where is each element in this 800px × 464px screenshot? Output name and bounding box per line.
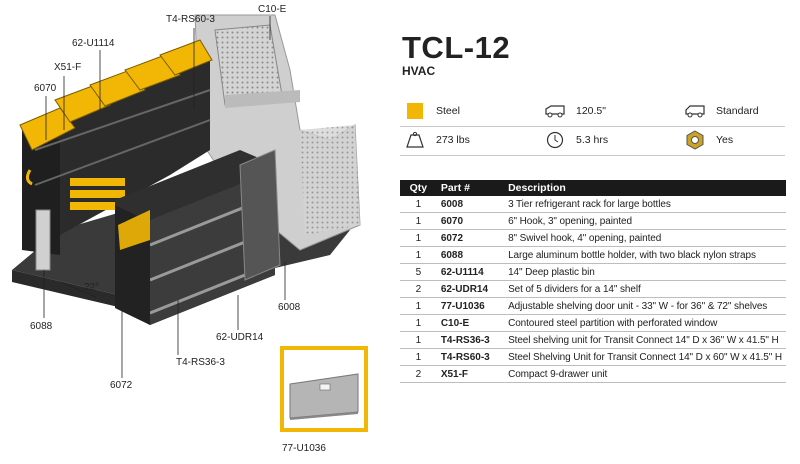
callout-6070: 6070: [34, 83, 57, 94]
yellow-swatch-icon: [404, 101, 426, 121]
spec-roof-value: Standard: [716, 105, 759, 117]
cell-desc: Steel shelving unit for Transit Connect …: [504, 331, 786, 349]
callout-t4-rs60-3: T4-RS60-3: [166, 14, 215, 25]
cell-desc: Large aluminum bottle holder, with two b…: [504, 246, 786, 264]
spec-roof: Standard: [684, 98, 759, 124]
cell-part: C10-E: [436, 314, 505, 332]
cell-desc: Contoured steel partition with perforate…: [504, 314, 786, 332]
header-part: Part #: [436, 180, 505, 196]
van-roof-icon: [684, 101, 706, 121]
cell-part: 6070: [436, 212, 505, 230]
callout-6008: 6008: [278, 302, 301, 313]
cell-desc: Steel Shelving Unit for Transit Connect …: [504, 348, 786, 366]
van-length-icon: [544, 101, 566, 121]
cell-qty: 2: [400, 365, 437, 383]
weight-icon: [404, 130, 426, 150]
cell-part: X51-F: [436, 365, 505, 383]
spec-wheelbase-value: 120.5": [576, 105, 607, 117]
cell-part: 62-UDR14: [436, 280, 505, 298]
van-interior-illustration: T4-RS60-3 C10-E 62-U1114 X51-F 6070 22° …: [0, 0, 400, 459]
callout-x51-f: X51-F: [54, 62, 82, 73]
cell-desc: 3 Tier refrigerant rack for large bottle…: [504, 196, 786, 213]
cell-part: 62-U1114: [436, 263, 505, 281]
spec-install-time: 5.3 hrs: [544, 127, 608, 153]
callout-62-udr14: 62-UDR14: [216, 332, 264, 343]
cell-desc: Compact 9-drawer unit: [504, 365, 786, 383]
inset-label: 77-U1036: [282, 443, 326, 454]
cell-qty: 2: [400, 280, 437, 298]
cell-desc: 14" Deep plastic bin: [504, 263, 786, 281]
callout-angle: 22°: [84, 282, 100, 293]
yellow-bins: [19, 39, 213, 151]
callout-t4-rs36-3: T4-RS36-3: [176, 357, 225, 368]
install-time-icon: [544, 130, 566, 150]
cell-qty: 1: [400, 196, 437, 213]
spec-weight-value: 273 lbs: [436, 134, 470, 146]
product-title: TCL-12: [402, 30, 511, 65]
cell-qty: 5: [400, 263, 437, 281]
spec-install-time-value: 5.3 hrs: [576, 134, 609, 146]
header-description: Description: [504, 180, 786, 196]
spec-divider: [400, 126, 785, 127]
cell-desc: Set of 5 dividers for a 14" shelf: [504, 280, 786, 298]
table-header-row: Qty Part # Description: [400, 180, 786, 196]
cell-qty: 1: [400, 331, 437, 349]
spec-material: Steel: [404, 98, 460, 124]
cell-qty: 1: [400, 246, 437, 264]
callout-6088: 6088: [30, 321, 53, 332]
cell-qty: 1: [400, 212, 437, 230]
spec-divider: [400, 155, 785, 156]
spec-wheelbase: 120.5": [544, 98, 606, 124]
spec-weight: 273 lbs: [404, 127, 470, 153]
callout-leaders: [43, 16, 286, 378]
bottle-holder: [35, 209, 51, 271]
cell-part: T4-RS36-3: [436, 331, 505, 349]
cell-qty: 1: [400, 314, 437, 332]
cell-part: 6008: [436, 196, 505, 213]
bolt-nut-icon: [684, 130, 706, 150]
cell-desc: Adjustable shelving door unit - 33" W - …: [504, 297, 786, 315]
drawer-unit: [70, 178, 125, 210]
cell-qty: 1: [400, 348, 437, 366]
spec-bolt-in-value: Yes: [716, 134, 734, 146]
cell-qty: 1: [400, 297, 437, 315]
header-qty: Qty: [400, 180, 437, 196]
cell-part: 6072: [436, 229, 505, 247]
refrigerant-rack: [239, 149, 281, 281]
spec-bolt-in: Yes: [684, 127, 733, 153]
callout-c10-e: C10-E: [258, 4, 287, 15]
hook-6070: [25, 169, 33, 186]
cell-desc: 8" Swivel hook, 4" opening, painted: [504, 229, 786, 247]
cell-qty: 1: [400, 229, 437, 247]
cell-part: 6088: [436, 246, 505, 264]
product-subtitle: HVAC: [402, 64, 436, 78]
callout-62-u1114: 62-U1114: [72, 38, 115, 49]
cell-part: 77-U1036: [436, 297, 505, 315]
callout-6072: 6072: [110, 380, 133, 391]
cell-part: T4-RS60-3: [436, 348, 505, 366]
spec-material-value: Steel: [436, 105, 460, 117]
cell-desc: 6" Hook, 3" opening, painted: [504, 212, 786, 230]
inset-door-unit-image: [280, 346, 368, 432]
